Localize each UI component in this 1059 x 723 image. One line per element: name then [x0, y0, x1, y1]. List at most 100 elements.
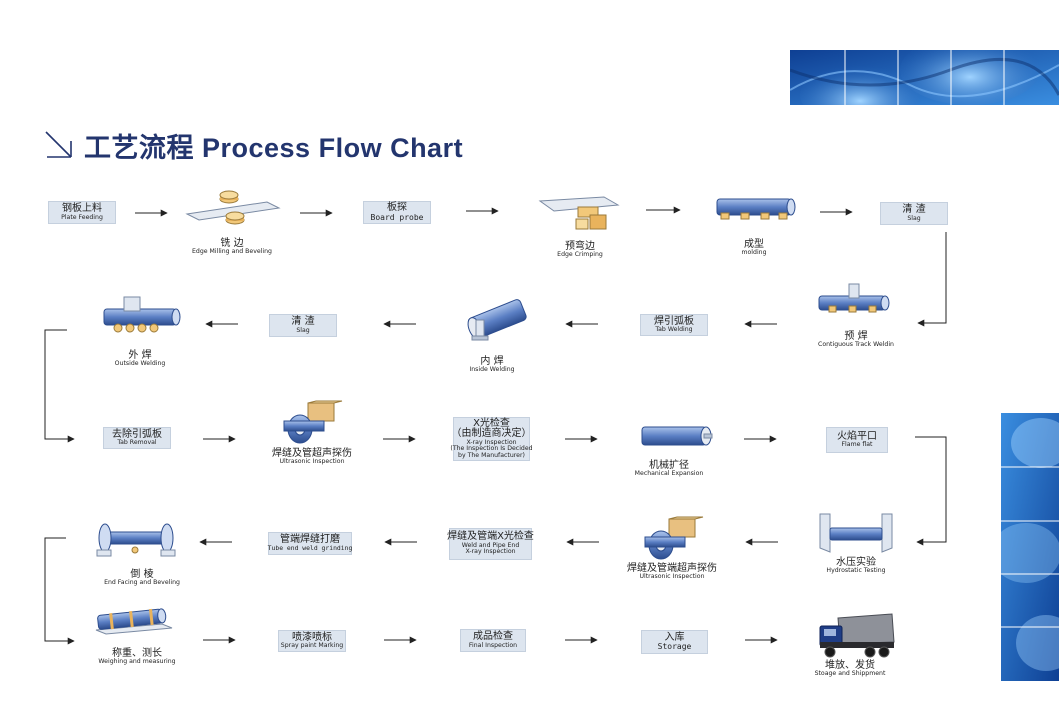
expansion-pipe-icon: [641, 426, 713, 446]
step-board-probe: 板探 Board probe: [363, 201, 431, 224]
end-facing-machine-icon: [96, 523, 176, 557]
step-label-cn: 管端焊缝打磨: [280, 533, 340, 545]
step-label-en: Tube end weld grinding: [267, 544, 353, 553]
step-xray-2: 焊缝及管端X光检查 Weld and Pipe End X-ray Inspec…: [447, 528, 534, 560]
step-label-en: Contiguous Track Weldin: [818, 341, 894, 348]
step-label-en: Final Inspection: [468, 641, 518, 649]
step-label-en: Hydrostatic Testing: [826, 567, 886, 574]
step-label-en: Mechanical Expansion: [634, 470, 704, 477]
ultrasonic-probe-icon: [644, 516, 704, 560]
outside-welding-pipe-icon: [103, 296, 181, 333]
step-label-cn: 外 焊: [128, 350, 152, 361]
step-label-en: X-ray Inspection: [466, 438, 517, 446]
step-label-cn: 焊缝及管端X光检查: [447, 531, 534, 543]
step-label-cn: 焊缝及管超声探伤: [272, 448, 352, 459]
step-label-en: Ultrasonic Inspection: [639, 573, 705, 580]
step-weighing: 称重、测长 Weighing and measuring: [87, 648, 187, 666]
step-label-cn: X光检查: [473, 417, 510, 429]
step-label-cn: 入库: [664, 631, 685, 643]
step-molding: 成型 molding: [704, 239, 804, 257]
step-label-en: Flame flat: [841, 441, 873, 448]
arrow: [915, 436, 947, 546]
step-flame-flat: 火焰平口 Flame flat: [826, 427, 888, 453]
step-label-cn-note: （由制造商决定）: [451, 428, 532, 440]
step-label-cn: 机械扩径: [649, 460, 689, 471]
step-tab-welding: 焊引弧板 Tab Welding: [640, 314, 708, 336]
step-label-en: Weighing and measuring: [98, 658, 176, 665]
corner-arrow-icon: [45, 131, 72, 158]
step-label-en: Board probe: [370, 212, 424, 222]
step-edge-crimping: 预弯边 Edge Crimping: [530, 241, 630, 259]
step-label-cn: 铣 边: [220, 238, 244, 249]
crimping-press-icon: [538, 196, 620, 230]
forming-pipe-icon: [716, 198, 796, 220]
step-label-en: Edge Milling and Beveling: [192, 248, 272, 255]
decorative-banner-side: [1001, 413, 1059, 681]
step-label-cn: 去除引弧板: [112, 428, 162, 440]
edge-milling-machine-icon: [185, 190, 281, 225]
step-slag-2: 清 渣 Slag: [269, 314, 337, 337]
step-mech-expansion: 机械扩径 Mechanical Expansion: [619, 460, 719, 478]
step-label-en: Tab Removal: [117, 439, 157, 446]
step-label-en: Weld and Pipe End: [461, 541, 520, 549]
step-label-en: Outside Welding: [114, 360, 166, 367]
step-label-cn: 倒 棱: [130, 569, 154, 580]
arrow: [44, 329, 75, 443]
step-grinding: 管端焊缝打磨 Tube end weld grinding: [268, 532, 352, 555]
step-label-cn: 成品检查: [473, 631, 513, 642]
step-label-cn: 成型: [744, 239, 764, 250]
step-label-en: Edge Crimping: [557, 251, 603, 258]
step-label-cn: 板探: [387, 202, 407, 214]
step-label-en: Storage: [657, 642, 692, 652]
step-slag-1: 清 渣 Slag: [880, 202, 948, 225]
step-label-en: molding: [741, 249, 767, 256]
inside-welding-pipe-icon: [467, 299, 527, 341]
ultrasonic-probe-icon: [283, 400, 343, 444]
step-spray-marking: 喷漆喷标 Spray paint Marking: [278, 630, 346, 652]
step-label-en: Tab Welding: [655, 326, 693, 333]
step-storage: 入库 Storage: [641, 630, 708, 654]
step-label-cn: 钢板上料: [62, 203, 102, 214]
step-label-en: Slag: [296, 326, 310, 334]
step-label-cn: 焊引弧板: [654, 315, 694, 327]
page-title: 工艺流程 Process Flow Chart: [84, 132, 464, 163]
arrow: [917, 232, 947, 327]
decorative-banner-top: [790, 50, 1059, 105]
step-edge-milling: 铣 边 Edge Milling and Beveling: [182, 238, 282, 256]
step-label-cn: 预 焊: [844, 331, 868, 342]
step-label-cn: 清 渣: [291, 316, 315, 327]
step-label-cn: 喷漆喷标: [292, 631, 332, 643]
step-label-cn: 火焰平口: [837, 430, 877, 442]
step-plate-feeding: 钢板上料 Plate Feeding: [48, 201, 116, 224]
step-label-en-note-2: by The Manufacturer): [458, 451, 525, 459]
step-xray-1: X光检查 （由制造商决定） X-ray Inspection (The Insp…: [450, 417, 533, 461]
step-tack-welding: 预 焊 Contiguous Track Weldin: [806, 331, 906, 349]
step-end-facing: 倒 棱 End Facing and Beveling: [92, 569, 192, 587]
step-label-cn: 称重、测长: [112, 648, 162, 659]
step-label-en: Stoage and Shippment: [814, 670, 886, 677]
step-hydro-testing: 水压实验 Hydrostatic Testing: [806, 557, 906, 575]
step-final-inspection: 成品检查 Final Inspection: [460, 629, 526, 652]
step-label-cn: 清 渣: [902, 204, 926, 215]
step-label-en: Ultrasonic Inspection: [279, 458, 345, 465]
step-label-cn: 预弯边: [565, 241, 595, 252]
step-label-cn: 焊缝及管端超声探伤: [627, 563, 717, 574]
tack-welding-pipe-icon: [818, 283, 890, 313]
arrow: [44, 537, 75, 645]
step-label-cn: 堆放、发货: [825, 660, 875, 671]
step-tab-removal: 去除引弧板 Tab Removal: [103, 427, 171, 449]
hydrostatic-press-icon: [819, 513, 893, 553]
step-label-en: Slag: [907, 214, 921, 222]
step-label-en-note: (The Inspection Is Decided: [450, 445, 533, 453]
step-label-en: Spray paint Marking: [280, 642, 344, 649]
step-label-en-2: X-ray Inspection: [465, 548, 516, 556]
step-label-cn: 内 焊: [480, 356, 504, 367]
step-ultrasonic-2: 焊缝及管端超声探伤 Ultrasonic Inspection: [612, 563, 732, 581]
step-ultrasonic-1: 焊缝及管超声探伤 Ultrasonic Inspection: [262, 448, 362, 466]
step-label-cn: 水压实验: [836, 557, 876, 568]
step-shipment: 堆放、发货 Stoage and Shippment: [800, 660, 900, 678]
title-block: 工艺流程 Process Flow Chart: [44, 128, 464, 163]
step-inside-welding: 内 焊 Inside Welding: [442, 356, 542, 374]
step-label-en: Plate Feeding: [61, 213, 103, 221]
